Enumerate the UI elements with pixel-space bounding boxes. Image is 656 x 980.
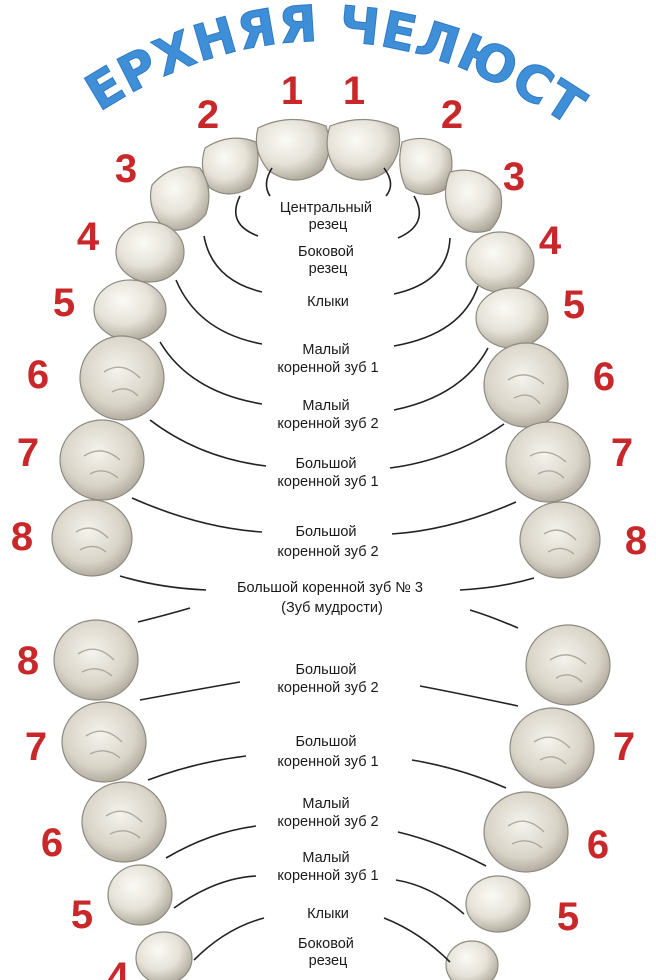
- tooth-lower-left-5[interactable]: [108, 865, 172, 925]
- label-molar-1: Большой коренной зуб 1: [277, 456, 378, 490]
- tooth-lower-left-4[interactable]: [136, 932, 192, 980]
- label-lower-premolar-2: Малый коренной зуб 2: [277, 796, 378, 830]
- number-lower-left-5: 5: [71, 893, 93, 937]
- label-lower-canine: Клыки: [307, 906, 349, 922]
- tooth-upper-right-1[interactable]: [327, 119, 400, 180]
- tooth-upper-left-5[interactable]: [94, 280, 166, 340]
- tooth-lower-right-6[interactable]: [484, 792, 568, 872]
- leader-lines: [120, 168, 534, 962]
- label-lower-lateral-incisor: Боковой резец: [298, 936, 358, 969]
- number-upper-right-6: 6: [593, 355, 615, 399]
- number-upper-right-2: 2: [441, 93, 463, 137]
- number-upper-right-4: 4: [539, 219, 562, 263]
- number-upper-right-3: 3: [503, 155, 525, 199]
- tooth-lower-left-6[interactable]: [82, 782, 166, 862]
- tooth-lower-left-8[interactable]: [54, 620, 138, 700]
- label-lateral-incisor: Боковой резец: [298, 244, 358, 277]
- tooth-lower-left-7[interactable]: [62, 702, 146, 782]
- tooth-upper-left-1[interactable]: [256, 119, 329, 180]
- number-lower-left-8: 8: [17, 639, 39, 683]
- number-upper-left-6: 6: [27, 353, 49, 397]
- tooth-labels: Центральный резец Боковой резец Клыки Ма…: [237, 200, 427, 969]
- number-lower-right-7: 7: [613, 725, 635, 769]
- tooth-upper-left-4[interactable]: [116, 222, 184, 282]
- tooth-upper-left-7[interactable]: [60, 420, 144, 500]
- tooth-upper-left-8[interactable]: [52, 500, 132, 576]
- tooth-upper-right-8[interactable]: [520, 502, 600, 578]
- tooth-upper-right-2[interactable]: [400, 138, 452, 194]
- label-lower-molar-1: Большой коренной зуб 1: [277, 734, 378, 770]
- number-upper-right-8: 8: [625, 519, 647, 563]
- label-central-incisor: Центральный резец: [280, 200, 376, 233]
- label-premolar-1: Малый коренной зуб 1: [277, 342, 378, 376]
- label-lower-premolar-1: Малый коренной зуб 1: [277, 850, 378, 884]
- label-premolar-2: Малый коренной зуб 2: [277, 398, 378, 432]
- number-upper-left-3: 3: [115, 147, 137, 191]
- number-upper-left-5: 5: [53, 281, 75, 325]
- tooth-lower-right-7[interactable]: [510, 708, 594, 788]
- tooth-upper-right-3[interactable]: [445, 170, 501, 232]
- number-upper-left-4: 4: [77, 215, 100, 259]
- tooth-lower-right-8[interactable]: [526, 625, 610, 705]
- number-lower-right-6: 6: [587, 823, 609, 867]
- number-lower-right-5: 5: [557, 895, 579, 939]
- label-molar-2: Большой коренной зуб 2: [277, 524, 378, 560]
- number-upper-right-7: 7: [611, 431, 633, 475]
- number-lower-left-6: 6: [41, 821, 63, 865]
- label-canine: Клыки: [307, 294, 349, 310]
- tooth-upper-left-2[interactable]: [202, 138, 258, 194]
- number-lower-left-7: 7: [25, 725, 47, 769]
- tooth-upper-right-4[interactable]: [466, 232, 534, 292]
- number-upper-right-5: 5: [563, 283, 585, 327]
- tooth-upper-left-6[interactable]: [80, 336, 164, 420]
- number-upper-left-8: 8: [11, 515, 33, 559]
- tooth-upper-right-6[interactable]: [484, 343, 568, 427]
- label-lower-molar-2: Большой коренной зуб 2: [277, 662, 378, 696]
- label-molar-3: Большой коренной зуб № 3 (Зуб мудрости): [237, 580, 427, 616]
- number-upper-right-1: 1: [343, 69, 365, 113]
- tooth-lower-right-4[interactable]: [446, 941, 498, 980]
- tooth-upper-left-3[interactable]: [151, 167, 209, 230]
- tooth-upper-right-5[interactable]: [476, 288, 548, 348]
- tooth-upper-right-7[interactable]: [506, 422, 590, 502]
- number-upper-left-7: 7: [17, 431, 39, 475]
- number-lower-left-4: 4: [107, 955, 130, 980]
- tooth-lower-right-5[interactable]: [466, 876, 530, 932]
- number-upper-left-1: 1: [281, 69, 303, 113]
- number-upper-left-2: 2: [197, 93, 219, 137]
